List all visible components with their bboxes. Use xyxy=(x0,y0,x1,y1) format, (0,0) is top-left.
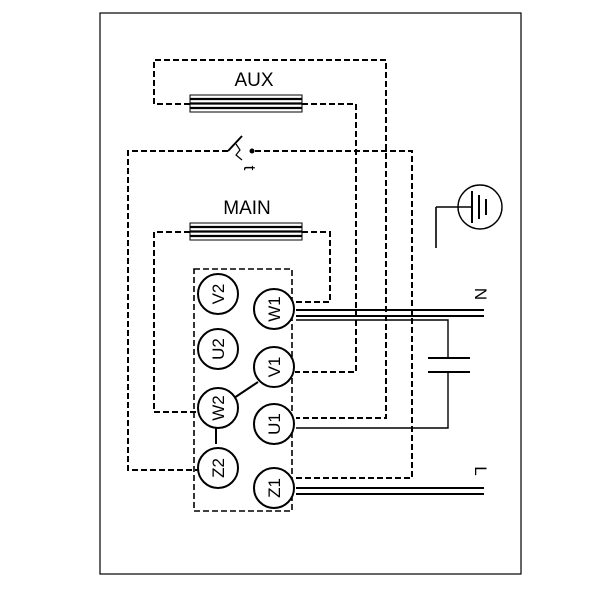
terminal-u1: U1 xyxy=(253,403,295,445)
main-winding-label: MAIN xyxy=(223,198,271,219)
aux-winding-wire-v1 xyxy=(295,103,357,373)
terminal-w1-label: W1 xyxy=(265,296,284,322)
terminal-z2-label: Z2 xyxy=(209,458,228,478)
main-winding-wire-w2 xyxy=(153,231,200,413)
terminal-z2: Z2 xyxy=(197,447,239,489)
main-winding-wire-w1 xyxy=(296,231,331,303)
thermal-switch-icon xyxy=(227,135,255,161)
thermal-wire-z2 xyxy=(127,150,228,471)
capacitor-icon xyxy=(428,357,470,373)
terminal-v1-label: V1 xyxy=(265,357,284,378)
thermal-wire-z1 xyxy=(255,150,413,479)
terminal-w2-label: W2 xyxy=(209,395,228,421)
terminal-block xyxy=(193,268,293,512)
capacitor-wire-top xyxy=(296,319,449,358)
terminal-v2-label: V2 xyxy=(209,284,228,305)
link-w2-v1 xyxy=(233,381,259,399)
aux-winding-coil xyxy=(189,94,303,113)
diagram-frame xyxy=(99,12,522,575)
ground-icon xyxy=(435,184,503,248)
terminal-u1-label: U1 xyxy=(265,413,284,435)
terminal-z1-label: Z1 xyxy=(265,478,284,498)
terminal-u2-label: U2 xyxy=(209,338,228,360)
terminal-v2: V2 xyxy=(197,273,239,315)
capacitor-wire-bottom xyxy=(296,372,449,429)
terminal-w1: W1 xyxy=(253,288,295,330)
live-label: L xyxy=(471,466,490,475)
terminal-z1: Z1 xyxy=(253,467,295,509)
main-winding-coil xyxy=(189,222,303,241)
thermal-protector-label: t xyxy=(240,166,259,171)
terminal-w2: W2 xyxy=(197,387,239,429)
neutral-label: N xyxy=(471,288,490,300)
terminal-u2: U2 xyxy=(197,328,239,370)
aux-winding-wire-u1 xyxy=(153,59,387,419)
aux-winding-label: AUX xyxy=(234,70,273,91)
terminal-v1: V1 xyxy=(253,346,295,388)
